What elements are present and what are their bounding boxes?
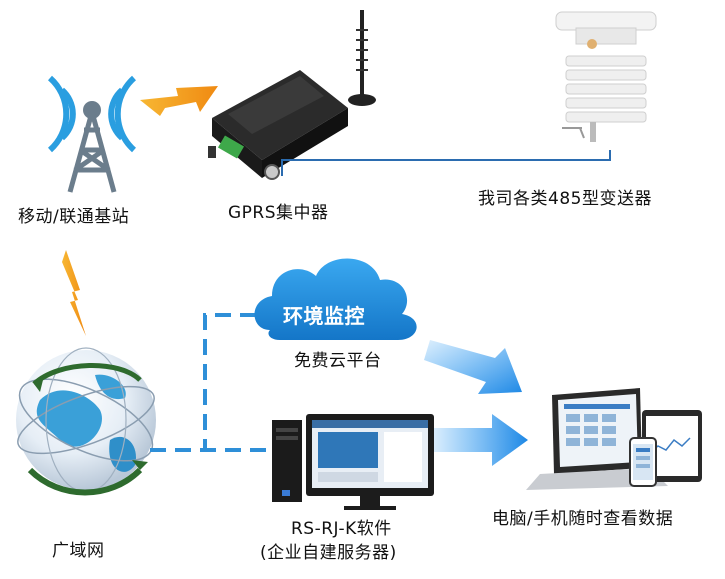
wan-label: 广域网 (52, 541, 105, 561)
dashed-link-to-cloud (150, 313, 270, 452)
base-station-icon (47, 75, 137, 193)
globe-icon (16, 347, 156, 496)
devices-label: 电脑/手机随时查看数据 (492, 509, 674, 529)
gprs-concentrator-label: GPRS集中器 (228, 203, 329, 223)
software-sublabel: (企业自建服务器) (260, 543, 397, 563)
transmitter-icon (555, 11, 657, 142)
software-label: RS-RJ-K软件 (291, 519, 392, 539)
wireless-bolt-vertical-icon (62, 250, 86, 336)
arrow-cloud-to-devices (424, 340, 522, 394)
wireless-bolt-icon (140, 86, 218, 116)
server-computer-icon (272, 414, 434, 510)
cloud-badge-text: 环境监控 (283, 304, 365, 328)
devices-icon (526, 388, 702, 490)
transmitter-label: 我司各类485型变送器 (478, 189, 652, 209)
cloud-platform-label: 免费云平台 (294, 351, 382, 371)
cloud-platform-icon (254, 258, 417, 340)
gprs-device-icon (208, 10, 376, 180)
base-station-label: 移动/联通基站 (18, 207, 130, 227)
rs485-cable (281, 150, 611, 176)
arrow-server-to-devices (432, 414, 528, 466)
